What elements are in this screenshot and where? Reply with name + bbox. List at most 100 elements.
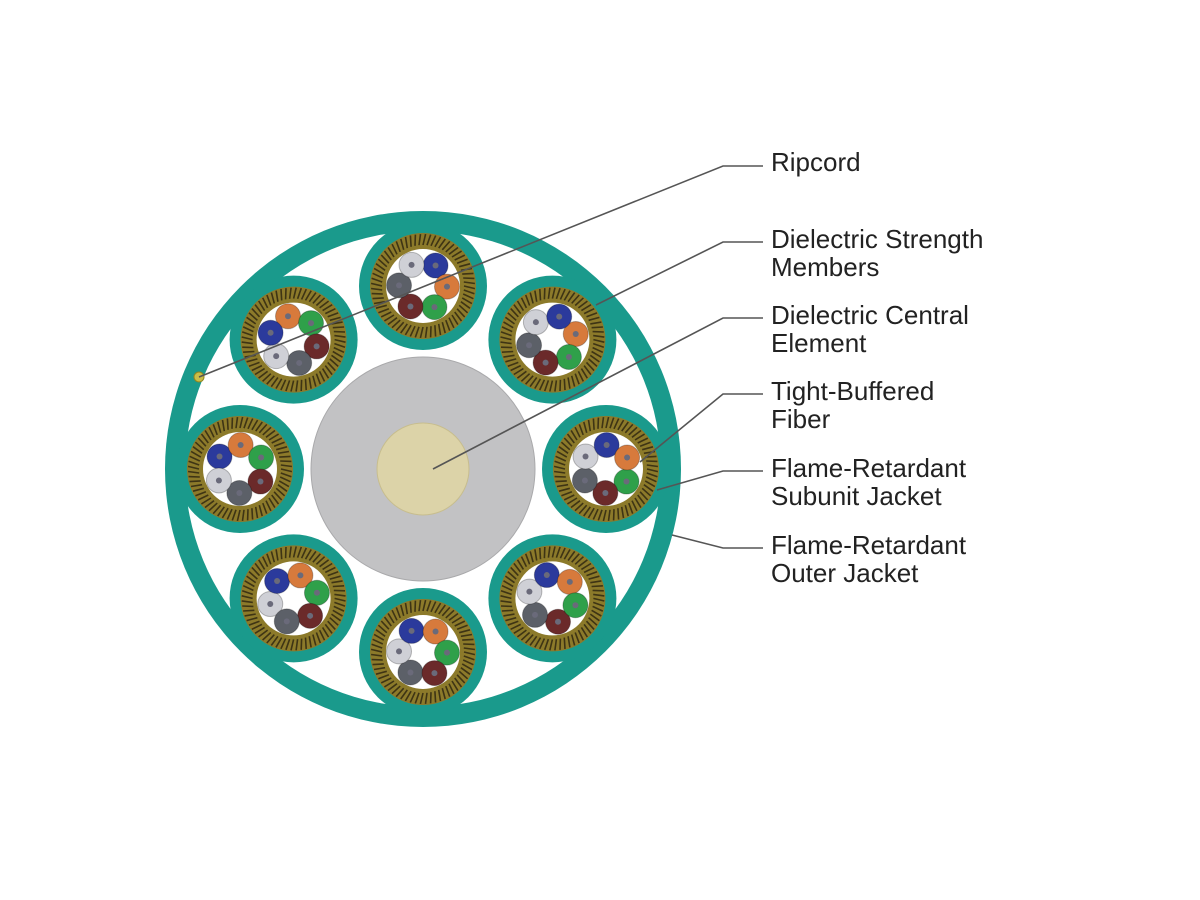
subunit	[488, 534, 617, 663]
fiber-core	[602, 489, 609, 496]
tight-buffered-fiber	[562, 321, 589, 348]
tight-buffered-fiber	[593, 432, 620, 459]
tight-buffered-fiber	[248, 444, 275, 471]
tight-buffered-fiber	[397, 293, 424, 320]
tight-buffered-fiber	[516, 578, 543, 605]
fiber-core	[572, 602, 579, 609]
subunit-jacket-label-line-1: Flame-Retardant	[771, 453, 967, 483]
tight-buffered-fiber	[516, 332, 543, 359]
tight-buffered-fiber	[521, 601, 548, 628]
tight-buffered-fiber	[614, 444, 641, 471]
fiber-core	[267, 600, 274, 607]
fiber-core	[273, 353, 280, 360]
tight-buffered-fiber	[592, 479, 619, 506]
fiber-core	[565, 354, 572, 361]
central-element-label-line-2: Element	[771, 328, 867, 358]
fiber-core	[531, 611, 538, 618]
central-element-label: Dielectric Central Element	[771, 301, 969, 357]
fiber-core	[582, 453, 589, 460]
tight-buffered-fiber	[226, 479, 253, 506]
subunit-jacket-leader	[656, 470, 763, 491]
fiber-core	[432, 262, 439, 269]
yarn-striations	[370, 233, 476, 339]
tight-buffered-fiber	[571, 467, 598, 494]
tight-buffered-fiber	[286, 349, 313, 376]
fiber-core	[407, 669, 414, 676]
tight-buffered-fiber	[264, 567, 291, 594]
tight-buffered-fiber	[386, 272, 413, 299]
fiber-core	[257, 478, 264, 485]
tight-buffered-fiber	[227, 432, 254, 459]
fiber-core	[308, 320, 315, 327]
tight-buffered-fiber-label-line-1: Tight-Buffered	[771, 376, 935, 406]
central-element-label-line-1: Dielectric Central	[771, 300, 969, 330]
fiber-core	[216, 453, 223, 460]
fiber-core	[313, 343, 320, 350]
strength-members-label: Dielectric Strength Members	[771, 225, 983, 281]
fiber-core	[307, 612, 314, 619]
tight-buffered-fiber	[546, 303, 573, 330]
subunit	[176, 405, 304, 533]
fiber-core	[542, 359, 549, 366]
fiber-core	[623, 478, 630, 485]
fiber-core	[267, 329, 274, 336]
subunit	[542, 405, 670, 533]
fiber-core	[443, 283, 450, 290]
tight-buffered-fiber	[398, 251, 425, 278]
tight-buffered-fiber	[398, 617, 425, 644]
tight-buffered-fiber	[556, 568, 583, 595]
fiber-core	[572, 331, 579, 338]
strength-members-label-line-2: Members	[771, 252, 880, 282]
fiber-core	[443, 649, 450, 656]
tight-buffered-fiber	[422, 618, 449, 645]
fiber-core	[543, 572, 550, 579]
strength-members-label-line-1: Dielectric Strength	[771, 224, 984, 254]
tight-buffered-fiber	[562, 592, 589, 619]
fiber-core	[526, 588, 533, 595]
outer-jacket-label-line-1: Flame-Retardant	[771, 530, 967, 560]
subunits	[176, 222, 670, 716]
yarn-striations	[241, 546, 346, 651]
fiber-core	[526, 342, 533, 349]
fiber-core	[313, 589, 320, 596]
ripcord-label-line: Ripcord	[771, 147, 861, 177]
fiber-core	[432, 628, 439, 635]
subunit-jacket-label: Flame-Retardant Subunit Jacket	[771, 454, 966, 510]
strength-members-leader	[595, 241, 763, 306]
tight-buffered-fiber	[522, 309, 549, 336]
fiber-core	[581, 477, 588, 484]
ripcord-label: Ripcord	[771, 148, 861, 176]
tight-buffered-fiber	[544, 608, 571, 635]
subunit	[359, 588, 487, 716]
outer-jacket-label: Flame-Retardant Outer Jacket	[771, 531, 966, 587]
ripcord-leader	[198, 165, 763, 378]
tight-buffered-fiber	[533, 562, 560, 589]
fiber-core	[407, 303, 414, 310]
tight-buffered-fiber	[386, 638, 413, 665]
subunit-jacket-label-line-2: Subunit Jacket	[771, 481, 942, 511]
fiber-core	[258, 454, 265, 461]
tight-buffered-fiber	[206, 443, 233, 470]
yarn-striations	[553, 416, 659, 522]
subunit	[229, 534, 358, 663]
tight-buffered-fiber	[247, 468, 274, 495]
fiber-core	[566, 578, 573, 585]
fiber-core	[283, 618, 290, 625]
fiber-core	[624, 454, 631, 461]
tight-buffered-fiber	[303, 579, 330, 606]
fiber-core	[236, 489, 243, 496]
tight-buffered-fiber	[273, 608, 300, 635]
fiber-core	[532, 319, 539, 326]
fiber-core	[285, 313, 292, 320]
fiber-core	[396, 648, 403, 655]
fiber-core	[237, 442, 244, 449]
subunit	[488, 275, 617, 404]
fiber-core	[603, 442, 610, 449]
fiber-core	[431, 304, 438, 311]
fiber-core	[431, 670, 438, 677]
tight-buffered-fiber-label-line-2: Fiber	[771, 404, 831, 434]
yarn-striations	[500, 546, 605, 651]
tight-buffered-fiber	[433, 639, 460, 666]
fiber-core	[396, 282, 403, 289]
